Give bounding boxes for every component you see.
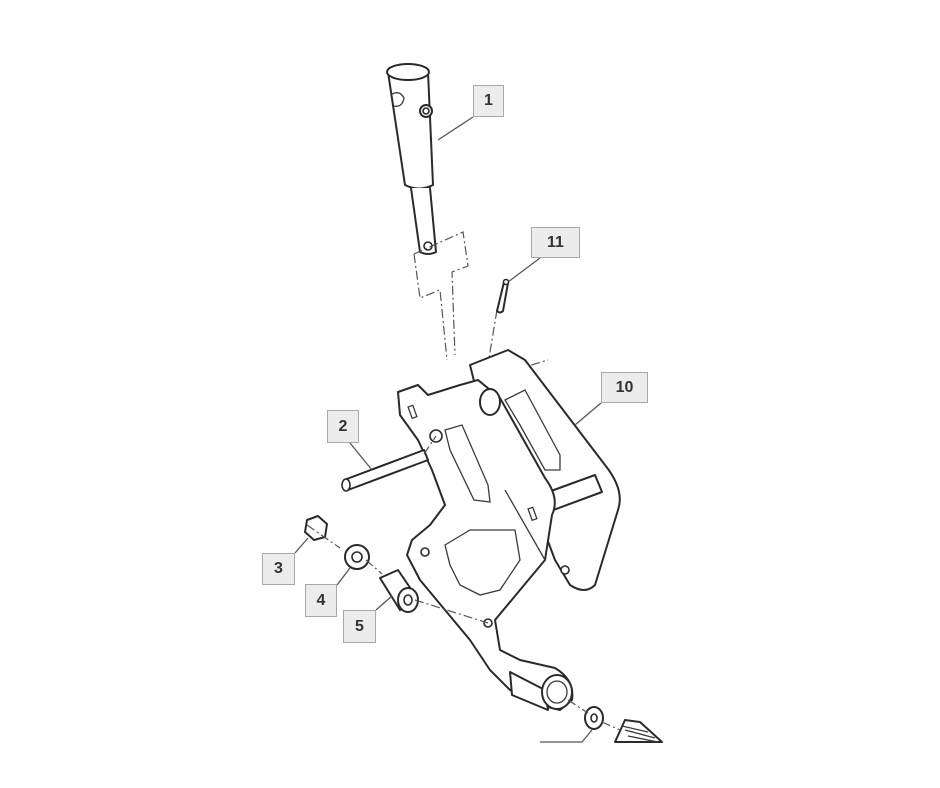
callout-1: 1	[473, 85, 504, 117]
callout-2: 2	[327, 410, 359, 443]
part-10-bracket	[397, 349, 621, 711]
part-5-spacer	[379, 569, 419, 613]
part-1-handle	[386, 63, 437, 255]
part-4-flange-nut	[344, 544, 370, 570]
callout-10: 10	[601, 372, 648, 403]
callout-11: 11	[531, 227, 580, 258]
crop-mask	[0, 743, 940, 788]
callout-3: 3	[262, 553, 295, 585]
leader-lines	[294, 116, 602, 743]
assembly-lines	[306, 435, 621, 731]
part-spring-bottom	[614, 719, 663, 743]
callout-4: 4	[305, 584, 337, 617]
part-11-spring-pin	[496, 278, 510, 314]
callout-5: 5	[343, 610, 376, 643]
part-washer-bottom	[584, 706, 604, 730]
part-2-pivot-pin	[341, 449, 429, 492]
